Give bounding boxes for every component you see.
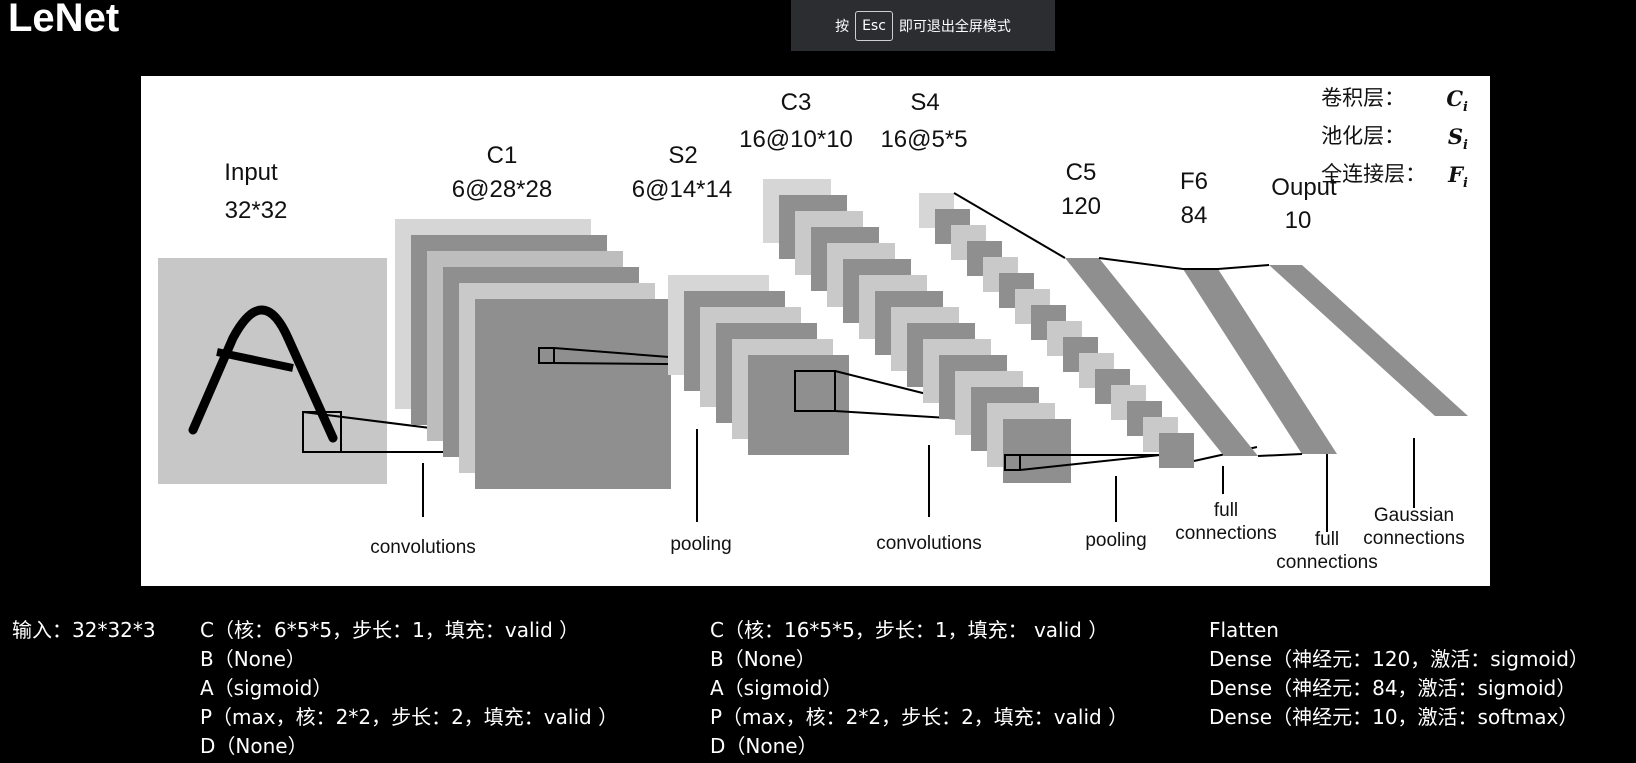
op4-label: pooling: [1085, 530, 1146, 551]
notes-block1-line: D（None）: [200, 734, 308, 758]
op1-label: convolutions: [370, 537, 476, 558]
c1-stage-dims: 6@28*28: [452, 176, 552, 203]
notes-block1-line: C（核：6*5*5，步长：1，填充：valid ）: [200, 618, 580, 642]
f6-stage-dims: 84: [1181, 202, 1208, 229]
c1-feature-maps: [395, 219, 671, 489]
op6-label-line1: full: [1315, 529, 1339, 550]
input-image: [158, 258, 387, 484]
op7-label-line1: Gaussian: [1374, 505, 1454, 526]
notes-block2-line: D（None）: [710, 734, 818, 758]
notes-block1: C（核：6*5*5，步长：1，填充：valid ） B（None） A（sigm…: [200, 616, 618, 761]
notes-block3-line: Dense（神经元：10，激活：softmax）: [1209, 705, 1579, 729]
s4-feature-maps: [919, 193, 1194, 468]
notes-block1-line: A（sigmoid）: [200, 676, 333, 700]
slide-title: LeNet: [8, 0, 120, 40]
input-receptive-field: [302, 411, 342, 453]
output-layer: [1269, 265, 1468, 416]
c1-stage-name: C1: [487, 142, 518, 169]
legend-fc: 全连接层： Fi: [1321, 160, 1468, 198]
fc-top-edges: [1098, 257, 1270, 270]
c3-stage-dims: 16@10*10: [739, 126, 853, 153]
legend-pool: 池化层： Si: [1321, 122, 1468, 160]
lenet-architecture-svg: Input 32*32 C1 6@28*28 S2 6@14*14 C3 16@…: [158, 89, 1468, 573]
f6-stage-name: F6: [1180, 168, 1208, 195]
legend-fc-label: 全连接层：: [1321, 162, 1427, 187]
s2-stage-name: S2: [668, 142, 697, 169]
c3-receptive-field: [1004, 454, 1021, 471]
exit-fullscreen-banner: 按 Esc 即可退出全屏模式: [791, 0, 1055, 51]
legend-pool-symbol: Si: [1447, 124, 1468, 154]
c3-feature-maps: [763, 179, 1071, 483]
notes-block2: C（核：16*5*5，步长：1，填充： valid ） B（None） A（si…: [710, 616, 1128, 761]
esc-key[interactable]: Esc: [855, 10, 893, 41]
legend-conv: 卷积层： Ci: [1321, 84, 1468, 122]
notes-block2-line: B（None）: [710, 647, 816, 671]
c5-stage-dims: 120: [1061, 193, 1101, 220]
input-letter-a-bar: [216, 348, 294, 372]
op5-label-line1: full: [1214, 500, 1238, 521]
s2-feature-maps: [668, 275, 849, 455]
c1-receptive-field: [538, 347, 555, 364]
notes-block2-line: A（sigmoid）: [710, 676, 843, 700]
esc-banner-prefix: 按: [835, 18, 850, 35]
notes-block3-line: Dense（神经元：120，激活：sigmoid）: [1209, 647, 1589, 671]
s2-receptive-field: [794, 370, 836, 412]
s2-stage-dims: 6@14*14: [632, 176, 732, 203]
notes-input: 输入：32*32*3: [12, 616, 156, 645]
notes-block2-line: P（max，核：2*2，步长：2，填充：valid ）: [710, 705, 1129, 729]
c3-stage-name: C3: [781, 89, 812, 116]
op7-label-line2: connections: [1363, 528, 1464, 549]
f6-layer: [1183, 269, 1337, 454]
legend-pool-label: 池化层：: [1321, 124, 1406, 149]
s4-stage-dims: 16@5*5: [880, 126, 967, 153]
op2-label: pooling: [670, 534, 731, 555]
input-stage-dims: 32*32: [225, 197, 288, 224]
input-letter-a: [188, 305, 338, 443]
notes-block3-line: Dense（神经元：84，激活：sigmoid）: [1209, 676, 1577, 700]
legend-conv-symbol: Ci: [1446, 86, 1468, 116]
esc-banner-suffix: 即可退出全屏模式: [898, 18, 1011, 35]
op3-label: convolutions: [876, 533, 982, 554]
notes-block1-line: B（None）: [200, 647, 306, 671]
notes-block3: Flatten Dense（神经元：120，激活：sigmoid） Dense（…: [1209, 616, 1589, 732]
input-stage-name: Input: [224, 159, 278, 186]
legend-conv-label: 卷积层：: [1321, 86, 1406, 110]
output-stage-name: Ouput: [1271, 174, 1337, 201]
op5-label-line2: connections: [1175, 523, 1276, 544]
lenet-diagram: Input 32*32 C1 6@28*28 S2 6@14*14 C3 16@…: [141, 76, 1490, 586]
c5-layer: [1065, 258, 1258, 456]
s4-to-c5-top: [953, 192, 1066, 259]
notes-block1-line: P（max，核：2*2，步长：2，填充：valid ）: [200, 705, 619, 729]
layer-legend: 卷积层： Ci 池化层： Si 全连接层： Fi: [1321, 84, 1468, 199]
op6-label-line2: connections: [1276, 552, 1377, 573]
s4-stage-name: S4: [910, 89, 939, 116]
fc-bottom-edges: [1257, 453, 1303, 457]
output-stage-dims: 10: [1285, 207, 1312, 234]
notes-block2-line: C（核：16*5*5，步长：1，填充： valid ）: [710, 618, 1109, 642]
c5-stage-name: C5: [1066, 159, 1097, 186]
legend-fc-symbol: Fi: [1448, 162, 1468, 192]
operation-leader-lines: [422, 429, 1415, 532]
notes-input-line: 输入：32*32*3: [12, 618, 156, 642]
notes-block3-line: Flatten: [1209, 618, 1279, 642]
